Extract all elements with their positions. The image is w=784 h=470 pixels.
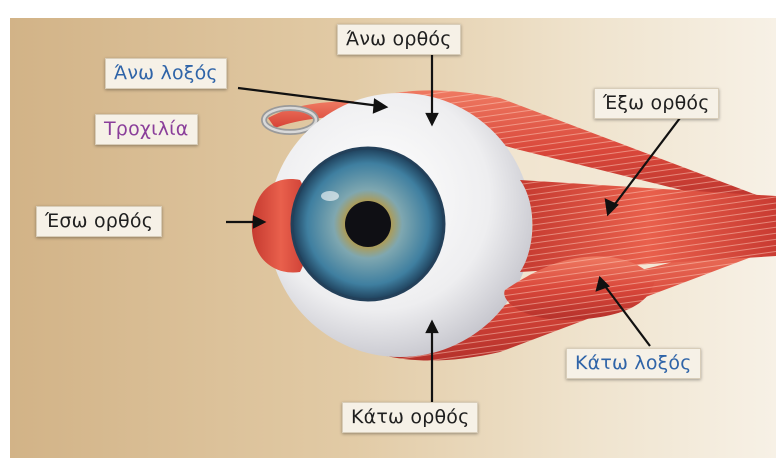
pupil: [345, 201, 391, 247]
label-kato-loxos: Κάτω λοξός: [566, 348, 701, 379]
label-trochilia: Τροχιλία: [95, 114, 198, 145]
label-ano-loxos: Άνω λοξός: [105, 58, 227, 89]
label-kato-orthos: Κάτω ορθός: [342, 402, 478, 433]
iris-highlight: [321, 191, 339, 201]
label-eso-orthos: Έσω ορθός: [36, 206, 162, 237]
label-ano-orthos: Άνω ορθός: [337, 24, 461, 55]
label-exo-orthos: Έξω ορθός: [594, 88, 719, 119]
